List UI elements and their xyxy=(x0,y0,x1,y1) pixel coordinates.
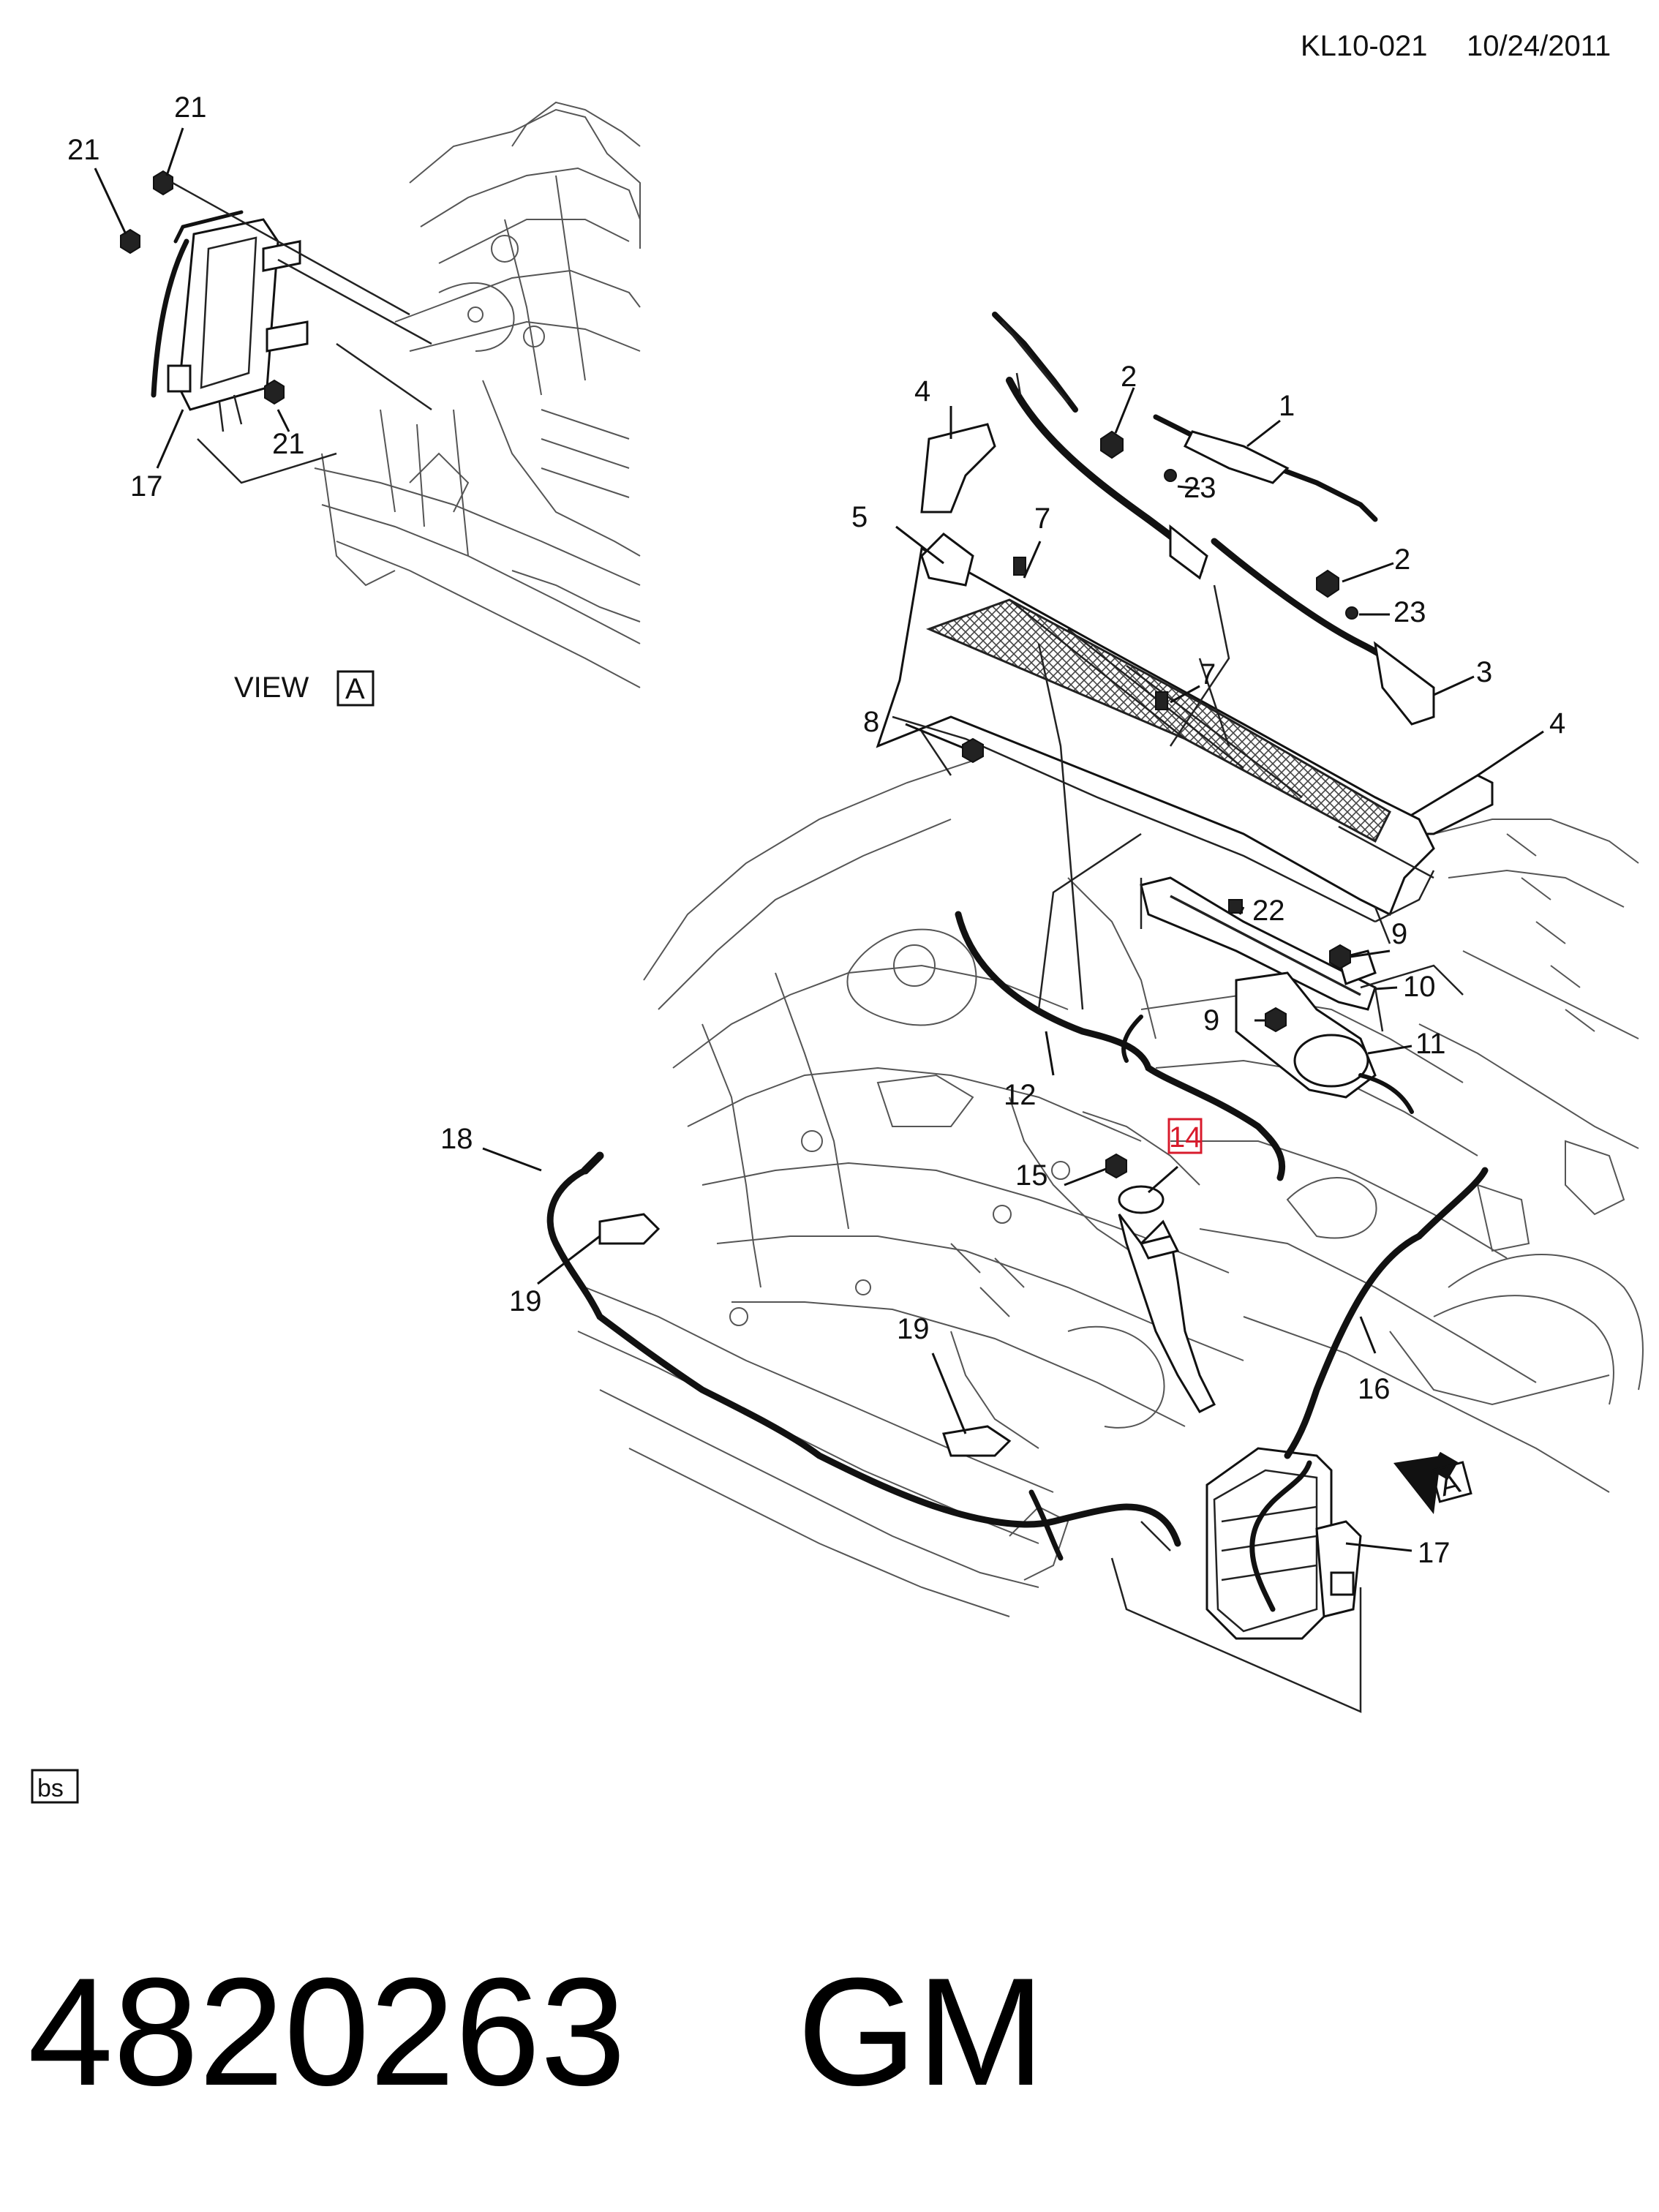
drawing-date: 10/24/2011 xyxy=(1467,30,1611,62)
callout-3: 3 xyxy=(1476,656,1492,688)
nut-22-icon xyxy=(1228,899,1243,914)
clip-7-icon xyxy=(1013,557,1026,576)
callout-1: 1 xyxy=(1279,390,1295,422)
callout-14: 14 xyxy=(1169,1121,1202,1154)
washer-reservoir xyxy=(1110,1167,1489,1713)
callout-5: 5 xyxy=(851,501,868,533)
view-label: VIEW xyxy=(234,672,309,704)
callout-21: 21 xyxy=(272,428,305,460)
view-letter-box xyxy=(336,670,375,707)
callout-9: 9 xyxy=(1391,918,1407,950)
callout-18: 18 xyxy=(440,1123,473,1155)
washer-hose-16 xyxy=(1284,1167,1489,1459)
callout-23: 23 xyxy=(1184,472,1216,504)
cowl-vent-panel xyxy=(876,533,1435,944)
clip-7-icon xyxy=(1155,691,1168,710)
callout-2: 2 xyxy=(1394,543,1410,576)
callout-14-highlight-box xyxy=(1167,1118,1203,1154)
arrow-letter-box xyxy=(1430,1461,1472,1503)
callout-7: 7 xyxy=(1200,658,1216,691)
washer-nozzle-19 xyxy=(942,1425,1012,1457)
callout-11: 11 xyxy=(1415,1028,1446,1060)
nut-21-icon xyxy=(264,379,285,405)
view-letter: A xyxy=(345,673,365,705)
callout-9: 9 xyxy=(1203,1004,1219,1037)
nut-21-icon xyxy=(120,228,140,255)
washer-nozzle-19 xyxy=(598,1213,661,1245)
bolt-15-icon xyxy=(1105,1153,1127,1179)
drawing-id: KL10-021 xyxy=(1301,30,1427,62)
washer-filler-neck xyxy=(1118,1185,1216,1413)
callout-21: 21 xyxy=(67,134,100,166)
wiper-assembly xyxy=(992,312,1435,726)
nut-2-icon xyxy=(1100,430,1124,459)
vehicle-body-outline xyxy=(577,760,1644,1617)
callout-17: 17 xyxy=(1418,1537,1451,1569)
cap-23-icon xyxy=(1164,469,1177,482)
callout-17: 17 xyxy=(130,470,163,503)
bs-badge xyxy=(31,1769,79,1804)
callout-21: 21 xyxy=(174,91,207,124)
callout-4: 4 xyxy=(914,375,930,407)
callout-8: 8 xyxy=(863,706,879,738)
arrow-letter: A xyxy=(1437,1467,1464,1502)
callout-19: 19 xyxy=(509,1285,542,1317)
view-a-arrow: A xyxy=(1393,1451,1472,1514)
callout-16: 16 xyxy=(1358,1373,1391,1405)
nut-21-icon xyxy=(153,170,173,196)
callout-15: 15 xyxy=(1015,1159,1048,1192)
callout-10: 10 xyxy=(1403,971,1436,1003)
callout-7: 7 xyxy=(1034,503,1050,535)
part-number: 4820263 xyxy=(28,1946,626,2118)
bs-badge-text: bs xyxy=(37,1775,64,1802)
washer-reservoir-inset xyxy=(151,210,309,432)
cowl-side-cap-left xyxy=(920,423,996,514)
callout-4: 4 xyxy=(1549,707,1565,740)
wiper-transmission xyxy=(1140,876,1414,1114)
callout-19: 19 xyxy=(897,1313,930,1345)
bolt-9-icon xyxy=(1265,1007,1287,1033)
nut-8-icon xyxy=(962,737,984,764)
callout-2: 2 xyxy=(1121,361,1137,393)
washer-hose-12 xyxy=(955,911,1286,1181)
washer-hose-18 xyxy=(546,1167,1181,1547)
nut-2-icon xyxy=(1316,569,1339,598)
callout-23: 23 xyxy=(1393,596,1426,628)
view-a-inset xyxy=(94,101,641,688)
cap-23-icon xyxy=(1345,606,1358,620)
bolt-9-icon xyxy=(1329,944,1351,970)
callout-22: 22 xyxy=(1252,895,1285,927)
brand-name: GM xyxy=(797,1946,1045,2118)
callout-12: 12 xyxy=(1004,1079,1037,1111)
